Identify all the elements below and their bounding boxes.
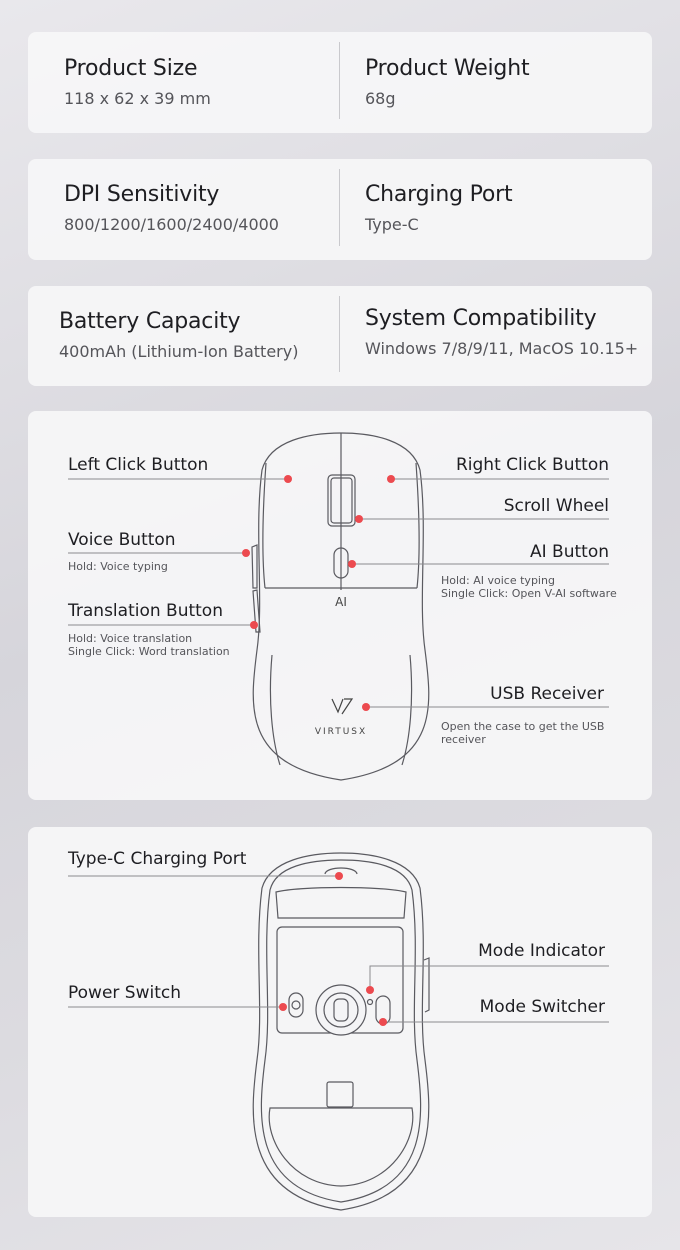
spec-card-dpi-port: DPI Sensitivity 800/1200/1600/2400/4000 … <box>28 159 652 260</box>
label-left-click: Left Click Button <box>68 455 209 475</box>
spec-value: 400mAh (Lithium-Ion Battery) <box>59 342 299 361</box>
spec-value: Windows 7/8/9/11, MacOS 10.15+ <box>365 339 639 358</box>
spec-value: 68g <box>365 89 396 108</box>
label-mode-switcher: Mode Switcher <box>479 997 605 1017</box>
label-voice: Voice Button <box>68 530 176 550</box>
spec-value: 118 x 62 x 39 mm <box>64 89 211 108</box>
divider <box>339 169 340 246</box>
label-scroll-wheel: Scroll Wheel <box>503 496 609 516</box>
desc-translation-2: Single Click: Word translation <box>68 645 230 658</box>
desc-voice: Hold: Voice typing <box>68 560 168 573</box>
mouse-top-outline <box>251 432 430 781</box>
marker-dots <box>242 475 395 1026</box>
marker-port <box>335 872 343 880</box>
label-ai: AI Button <box>530 542 609 562</box>
marker-voice <box>242 549 250 557</box>
marker-mode-switcher <box>379 1018 387 1026</box>
marker-ai <box>348 560 356 568</box>
ai-mark: AI <box>335 595 347 609</box>
mouse-bottom-outline <box>252 852 430 1211</box>
spec-value: Type-C <box>365 215 419 234</box>
top-view-card <box>28 411 652 800</box>
spec-dpi: DPI Sensitivity 800/1200/1600/2400/4000 <box>64 182 279 234</box>
label-port: Type-C Charging Port <box>68 849 247 869</box>
divider <box>339 42 340 119</box>
divider <box>339 296 340 372</box>
marker-right-click <box>387 475 395 483</box>
spec-title: System Compatibility <box>365 306 597 331</box>
desc-usb-2: receiver <box>441 733 486 746</box>
desc-ai-2: Single Click: Open V-AI software <box>441 587 617 600</box>
spec-title: Product Size <box>64 56 198 81</box>
label-mode-indicator: Mode Indicator <box>478 941 605 961</box>
spec-title: Battery Capacity <box>59 309 241 334</box>
spec-system: System Compatibility Windows 7/8/9/11, M… <box>365 306 638 358</box>
spec-product-size: Product Size 118 x 62 x 39 mm <box>64 56 211 108</box>
brand-logo-text: VIRTUSX <box>315 727 367 737</box>
desc-translation-1: Hold: Voice translation <box>68 632 193 645</box>
marker-left-click <box>284 475 292 483</box>
leader-lines <box>68 478 609 1023</box>
spec-value: 800/1200/1600/2400/4000 <box>64 215 279 234</box>
label-right-click: Right Click Button <box>455 455 609 475</box>
spec-charging-port: Charging Port Type-C <box>365 182 513 234</box>
label-translation: Translation Button <box>68 601 223 621</box>
marker-power <box>279 1003 287 1011</box>
spec-card-size-weight: Product Size 118 x 62 x 39 mm Product We… <box>28 32 652 133</box>
spec-title: Charging Port <box>365 182 513 207</box>
label-usb: USB Receiver <box>490 684 604 704</box>
spec-product-weight: Product Weight 68g <box>365 56 530 108</box>
desc-usb-1: Open the case to get the USB <box>441 720 605 733</box>
label-power: Power Switch <box>68 983 182 1003</box>
marker-scroll-wheel <box>355 515 363 523</box>
marker-usb <box>362 703 370 711</box>
marker-translation <box>250 621 258 629</box>
spec-battery: Battery Capacity 400mAh (Lithium-Ion Bat… <box>59 309 298 361</box>
leader-mode-indicator <box>369 965 609 990</box>
virtusx-logo-icon <box>331 698 354 715</box>
marker-mode-indicator <box>366 986 374 994</box>
desc-ai-1: Hold: AI voice typing <box>441 574 555 587</box>
spec-title: DPI Sensitivity <box>64 182 220 207</box>
spec-title: Product Weight <box>365 56 530 81</box>
spec-card-battery-system: Battery Capacity 400mAh (Lithium-Ion Bat… <box>28 286 652 386</box>
